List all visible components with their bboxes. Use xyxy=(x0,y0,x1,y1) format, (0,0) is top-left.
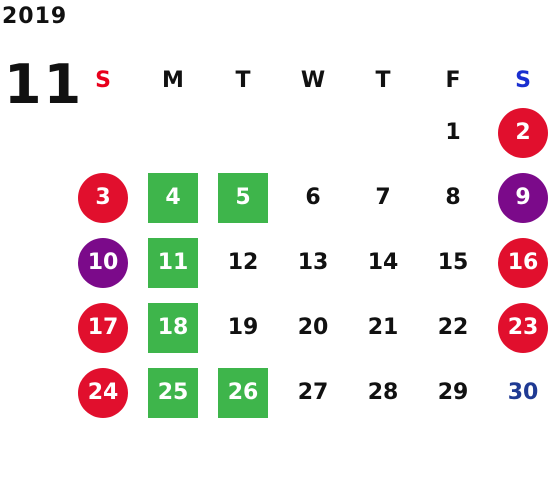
weekday-friday: F xyxy=(445,67,461,93)
calendar-week-row: 17 18 19 20 21 22 23 xyxy=(68,295,548,360)
calendar-empty-cell xyxy=(68,100,138,165)
weekday-thursday: T xyxy=(375,67,391,93)
calendar-day-cell[interactable]: 17 xyxy=(68,295,138,360)
calendar-day-21[interactable]: 21 xyxy=(367,315,399,340)
calendar-day-cell[interactable]: 18 xyxy=(138,295,208,360)
calendar-day-cell[interactable]: 27 xyxy=(278,360,348,425)
calendar-day-cell[interactable]: 7 xyxy=(348,165,418,230)
calendar-day-17[interactable]: 17 xyxy=(78,302,128,353)
calendar-day-cell[interactable]: 19 xyxy=(208,295,278,360)
calendar-year: 2019 xyxy=(2,4,68,29)
calendar-day-16[interactable]: 16 xyxy=(498,237,548,288)
calendar-empty-cell xyxy=(348,100,418,165)
calendar-day-10[interactable]: 10 xyxy=(78,237,128,288)
calendar-day-26[interactable]: 26 xyxy=(218,367,268,418)
calendar-empty-cell xyxy=(278,100,348,165)
calendar-day-2[interactable]: 2 xyxy=(498,107,548,158)
calendar-day-cell[interactable]: 10 xyxy=(68,230,138,295)
weekday-header-row: S M T W T F S xyxy=(68,60,548,100)
calendar-day-cell[interactable]: 8 xyxy=(418,165,488,230)
weekday-tuesday: T xyxy=(235,67,251,93)
calendar-day-cell[interactable]: 9 xyxy=(488,165,548,230)
calendar-day-cell[interactable]: 21 xyxy=(348,295,418,360)
calendar-day-12[interactable]: 12 xyxy=(227,250,259,275)
calendar-day-cell[interactable]: 15 xyxy=(418,230,488,295)
weekday-wednesday: W xyxy=(300,67,326,93)
weekday-saturday: S xyxy=(515,67,531,93)
calendar-day-cell[interactable]: 30 xyxy=(488,360,548,425)
calendar-day-9[interactable]: 9 xyxy=(498,172,548,223)
calendar-day-18[interactable]: 18 xyxy=(148,302,198,353)
calendar-day-cell[interactable]: 1 xyxy=(418,100,488,165)
calendar-week-row: 10 11 12 13 14 15 16 xyxy=(68,230,548,295)
calendar-day-20[interactable]: 20 xyxy=(297,315,329,340)
calendar-day-8[interactable]: 8 xyxy=(445,185,461,210)
calendar-day-28[interactable]: 28 xyxy=(367,380,399,405)
weekday-sunday: S xyxy=(95,67,111,93)
weekday-monday: M xyxy=(162,67,184,93)
calendar-month-number: 11 xyxy=(4,53,84,116)
calendar-day-cell[interactable]: 11 xyxy=(138,230,208,295)
calendar-day-1[interactable]: 1 xyxy=(445,120,461,145)
calendar-day-cell[interactable]: 2 xyxy=(488,100,548,165)
calendar-week-row: 24 25 26 27 28 29 30 xyxy=(68,360,548,425)
calendar-day-cell[interactable]: 14 xyxy=(348,230,418,295)
calendar-day-cell[interactable]: 26 xyxy=(208,360,278,425)
calendar-day-cell[interactable]: 23 xyxy=(488,295,548,360)
calendar-day-23[interactable]: 23 xyxy=(498,302,548,353)
calendar-empty-cell xyxy=(138,100,208,165)
calendar-day-cell[interactable]: 16 xyxy=(488,230,548,295)
calendar-day-25[interactable]: 25 xyxy=(148,367,198,418)
calendar-day-cell[interactable]: 24 xyxy=(68,360,138,425)
calendar-day-11[interactable]: 11 xyxy=(148,237,198,288)
calendar-empty-cell xyxy=(208,100,278,165)
calendar-day-cell[interactable]: 20 xyxy=(278,295,348,360)
calendar-day-cell[interactable]: 5 xyxy=(208,165,278,230)
calendar-day-cell[interactable]: 29 xyxy=(418,360,488,425)
calendar-day-cell[interactable]: 25 xyxy=(138,360,208,425)
calendar-day-30[interactable]: 30 xyxy=(507,380,539,405)
calendar-day-cell[interactable]: 3 xyxy=(68,165,138,230)
calendar-day-27[interactable]: 27 xyxy=(297,380,329,405)
calendar-day-22[interactable]: 22 xyxy=(437,315,469,340)
calendar-day-cell[interactable]: 13 xyxy=(278,230,348,295)
calendar-day-13[interactable]: 13 xyxy=(297,250,329,275)
calendar-day-14[interactable]: 14 xyxy=(367,250,399,275)
calendar-day-29[interactable]: 29 xyxy=(437,380,469,405)
calendar-day-cell[interactable]: 6 xyxy=(278,165,348,230)
calendar-day-3[interactable]: 3 xyxy=(78,172,128,223)
calendar-day-4[interactable]: 4 xyxy=(148,172,198,223)
calendar-day-cell[interactable]: 28 xyxy=(348,360,418,425)
calendar-day-6[interactable]: 6 xyxy=(305,185,321,210)
calendar-day-19[interactable]: 19 xyxy=(227,315,259,340)
calendar-day-24[interactable]: 24 xyxy=(78,367,128,418)
calendar-day-5[interactable]: 5 xyxy=(218,172,268,223)
calendar-day-15[interactable]: 15 xyxy=(437,250,469,275)
calendar-day-cell[interactable]: 12 xyxy=(208,230,278,295)
calendar-day-cell[interactable]: 4 xyxy=(138,165,208,230)
calendar-day-cell[interactable]: 22 xyxy=(418,295,488,360)
calendar-day-7[interactable]: 7 xyxy=(375,185,391,210)
